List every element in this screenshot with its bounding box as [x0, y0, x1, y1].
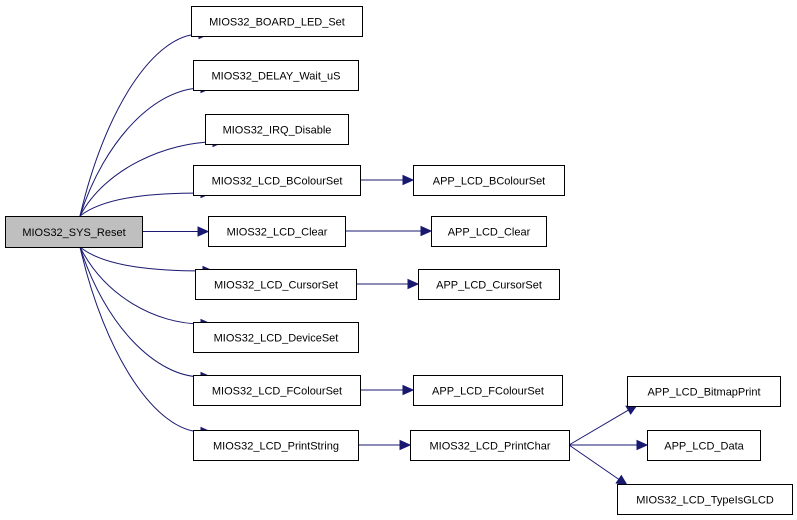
- node-label: MIOS32_LCD_PrintString: [213, 441, 339, 453]
- node-box: [418, 269, 560, 300]
- edge-line: [568, 444, 620, 481]
- node-lcd-printstring[interactable]: MIOS32_LCD_PrintString: [193, 430, 359, 461]
- node-box: [617, 484, 793, 515]
- edge-root-to-lcd-deviceset: [79, 246, 213, 330]
- nodes-layer: MIOS32_SYS_Reset MIOS32_BOARD_LED_SetMIOS…: [5, 6, 793, 515]
- node-app-lcd-fcolourset[interactable]: APP_LCD_FColourSet: [413, 375, 563, 406]
- node-box: [627, 376, 781, 407]
- node-label: MIOS32_SYS_Reset: [22, 227, 125, 239]
- node-box: [191, 6, 363, 37]
- edge-root-to-lcd-printstring: [79, 246, 213, 438]
- node-label: MIOS32_BOARD_LED_Set: [209, 17, 345, 29]
- edge-lcd-fcolourset-to-app-lcd-fcolourset: [360, 384, 415, 396]
- node-box: [431, 216, 547, 247]
- node-label: APP_LCD_BColourSet: [433, 176, 546, 188]
- edge-line: [79, 246, 203, 433]
- node-label: MIOS32_LCD_PrintChar: [429, 441, 550, 453]
- node-app-lcd-bitmapprint[interactable]: APP_LCD_BitmapPrint: [627, 376, 781, 407]
- node-box: [413, 375, 563, 406]
- edge-root-to-board-led-set: [79, 28, 211, 217]
- edge-line: [79, 246, 203, 325]
- node-label: MIOS32_LCD_Clear: [227, 227, 328, 239]
- arrowhead-icon: [636, 439, 649, 451]
- edge-line: [79, 33, 201, 217]
- edge-root-to-lcd-clear: [142, 226, 210, 237]
- node-label: MIOS32_IRQ_Disable: [223, 125, 332, 137]
- node-label: MIOS32_DELAY_Wait_uS: [211, 71, 340, 83]
- edge-lcd-clear-to-app-lcd-clear: [345, 225, 433, 237]
- node-lcd-printchar[interactable]: MIOS32_LCD_PrintChar: [410, 430, 570, 461]
- arrowhead-icon: [402, 384, 415, 396]
- edge-lcd-printchar-to-lcd-typeisglcd: [568, 444, 629, 486]
- arrowhead-icon: [399, 439, 412, 451]
- node-irq-disable[interactable]: MIOS32_IRQ_Disable: [205, 114, 349, 145]
- edge-line: [79, 141, 215, 217]
- arrowhead-icon: [420, 225, 433, 237]
- node-label: MIOS32_LCD_TypeIsGLCD: [636, 495, 774, 507]
- node-lcd-cursorset[interactable]: MIOS32_LCD_CursorSet: [195, 269, 357, 300]
- edges-layer: [79, 28, 649, 486]
- node-lcd-clear[interactable]: MIOS32_LCD_Clear: [208, 216, 346, 247]
- arrowhead-icon: [197, 226, 210, 237]
- edge-lcd-bcolourset-to-app-lcd-bcolourset: [360, 174, 415, 186]
- node-delay-wait-us[interactable]: MIOS32_DELAY_Wait_uS: [193, 60, 359, 91]
- node-label: MIOS32_LCD_BColourSet: [212, 176, 343, 188]
- node-box: [193, 165, 361, 196]
- node-board-led-set[interactable]: MIOS32_BOARD_LED_Set: [191, 6, 363, 37]
- edge-root-to-lcd-bcolourset: [79, 187, 213, 217]
- edge-line: [79, 246, 203, 378]
- edge-lcd-printstring-to-lcd-printchar: [358, 439, 412, 451]
- node-lcd-bcolourset[interactable]: MIOS32_LCD_BColourSet: [193, 165, 361, 196]
- node-label: MIOS32_LCD_CursorSet: [214, 280, 338, 292]
- edge-line: [79, 192, 203, 217]
- node-label: APP_LCD_Data: [664, 441, 744, 453]
- edge-lcd-printchar-to-app-lcd-bitmapprint: [568, 404, 639, 446]
- node-label: APP_LCD_Clear: [448, 227, 531, 239]
- node-box: [193, 322, 359, 353]
- node-box: [195, 269, 357, 300]
- node-box: [410, 430, 570, 461]
- node-box: [5, 216, 143, 248]
- node-label: APP_LCD_BitmapPrint: [647, 387, 760, 399]
- node-app-lcd-cursorset[interactable]: APP_LCD_CursorSet: [418, 269, 560, 300]
- edge-line: [79, 246, 205, 272]
- node-root[interactable]: MIOS32_SYS_Reset: [5, 216, 143, 248]
- node-box: [193, 375, 361, 406]
- node-app-lcd-data[interactable]: APP_LCD_Data: [647, 430, 761, 461]
- arrowhead-icon: [407, 278, 420, 290]
- edge-line: [79, 87, 203, 217]
- node-box: [193, 430, 359, 461]
- node-label: APP_LCD_FColourSet: [432, 386, 544, 398]
- node-label: APP_LCD_CursorSet: [436, 280, 542, 292]
- node-lcd-typeisglcd[interactable]: MIOS32_LCD_TypeIsGLCD: [617, 484, 793, 515]
- node-lcd-deviceset[interactable]: MIOS32_LCD_DeviceSet: [193, 322, 359, 353]
- node-box: [205, 114, 349, 145]
- node-box: [647, 430, 761, 461]
- edge-lcd-printchar-to-app-lcd-data: [569, 439, 649, 451]
- node-box: [413, 165, 565, 196]
- node-box: [208, 216, 346, 247]
- edge-lcd-cursorset-to-app-lcd-cursorset: [356, 278, 420, 290]
- node-label: MIOS32_LCD_FColourSet: [212, 386, 342, 398]
- node-app-lcd-bcolourset[interactable]: APP_LCD_BColourSet: [413, 165, 565, 196]
- arrowhead-icon: [402, 174, 415, 186]
- node-box: [193, 60, 359, 91]
- edge-root-to-lcd-cursorset: [79, 246, 215, 277]
- node-lcd-fcolourset[interactable]: MIOS32_LCD_FColourSet: [193, 375, 361, 406]
- arrowhead-icon: [615, 474, 629, 486]
- node-app-lcd-clear[interactable]: APP_LCD_Clear: [431, 216, 547, 247]
- edge-line: [568, 409, 630, 446]
- node-label: MIOS32_LCD_DeviceSet: [214, 333, 339, 345]
